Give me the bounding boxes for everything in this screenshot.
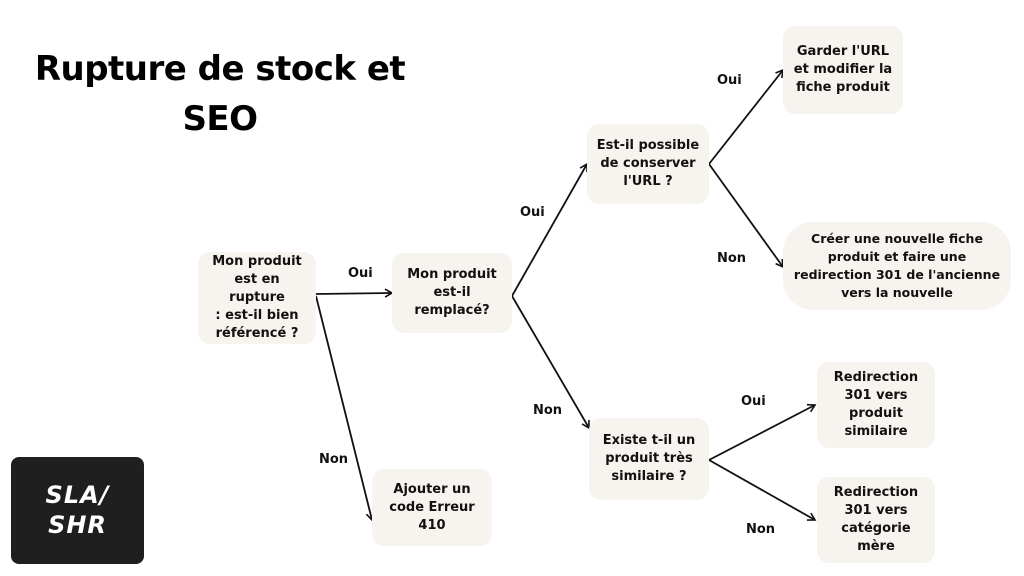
arrow-start-to-replaced bbox=[315, 288, 394, 298]
edge-label-replaced-oui: Oui bbox=[520, 205, 545, 220]
edge-label-similar-non: Non bbox=[746, 522, 776, 537]
title-line-1: Rupture de stock et bbox=[34, 49, 406, 89]
edge-label-url-non: Non bbox=[717, 251, 747, 266]
edge-label-start-oui: Oui bbox=[348, 266, 373, 281]
node-new-page-redirect: Créer une nouvelle fiche produit et fair… bbox=[783, 222, 1011, 310]
title-line-2: SEO bbox=[182, 99, 258, 139]
edge-label-similar-oui: Oui bbox=[741, 394, 766, 409]
node-similar-product-question: Existe t-il un produit très similaire ? bbox=[589, 418, 709, 500]
arrow-replaced-to-similar-question bbox=[511, 295, 590, 430]
edge-label-replaced-non: Non bbox=[533, 403, 563, 418]
arrow-replaced-to-url-question bbox=[511, 162, 588, 297]
node-keep-url: Garder l'URL et modifier la fiche produi… bbox=[783, 26, 903, 114]
node-redirect-similar-product: Redirection 301 vers produit similaire bbox=[817, 362, 935, 448]
node-error-410: Ajouter un code Erreur 410 bbox=[372, 469, 492, 546]
node-product-replaced: Mon produit est-il remplacé? bbox=[392, 253, 512, 333]
diagram-title: Rupture de stock et SEO bbox=[20, 44, 420, 144]
edge-label-start-non: Non bbox=[319, 452, 349, 467]
node-redirect-parent-category: Redirection 301 vers catégorie mère bbox=[817, 477, 935, 563]
logo-text-line-2: SHR bbox=[48, 511, 107, 539]
arrow-url-to-new-page bbox=[708, 163, 784, 269]
brand-logo: SLA/ SHR bbox=[11, 457, 144, 564]
node-keep-url-question: Est-il possible de conserver l'URL ? bbox=[587, 124, 709, 204]
logo-text-line-1: SLA/ bbox=[45, 481, 110, 509]
edge-label-url-oui: Oui bbox=[717, 73, 742, 88]
arrow-url-to-keep-url bbox=[708, 68, 784, 165]
node-product-out-of-stock: Mon produit est en rupture : est-il bien… bbox=[198, 252, 316, 344]
arrow-start-to-error410 bbox=[315, 295, 375, 522]
arrow-similar-to-redirect-parent bbox=[708, 459, 817, 521]
arrow-similar-to-redirect-similar bbox=[708, 403, 817, 461]
